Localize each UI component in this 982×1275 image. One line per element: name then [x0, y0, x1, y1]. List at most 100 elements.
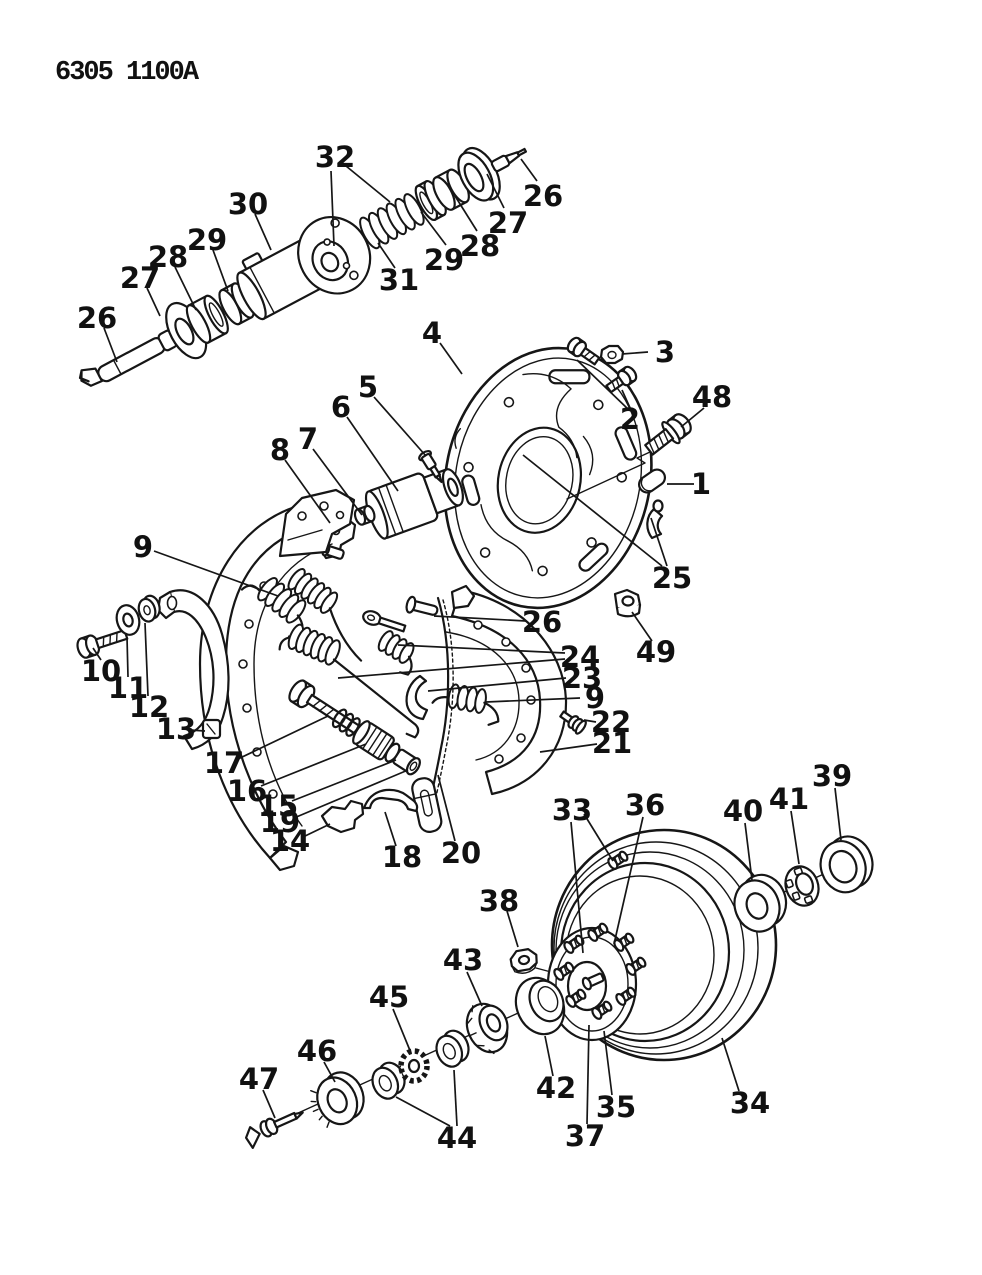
callout-leader-18	[384, 811, 397, 847]
plate-nut	[599, 344, 625, 365]
callout-leader-2-1	[621, 389, 632, 411]
callout-leader-26c	[433, 615, 527, 622]
callout-annotations: 1234567899101112131415161718192021222324…	[77, 140, 852, 1155]
callout-leader-3	[621, 351, 649, 355]
callout-leader-12	[144, 622, 149, 697]
callout-leader-6	[346, 416, 399, 492]
callout-label-29a: 29	[187, 223, 227, 257]
hold-down-spring-mid	[377, 630, 415, 676]
callout-label-47: 47	[239, 1062, 279, 1096]
wheel-stud	[607, 850, 629, 870]
callout-label-14: 14	[270, 824, 310, 858]
spring-link	[362, 610, 407, 633]
bearing-spacer-ring	[733, 873, 788, 933]
callout-label-11: 11	[108, 671, 148, 705]
callout-leader-4	[439, 342, 463, 375]
callout-leader-43	[466, 971, 483, 1007]
callout-leader-11	[126, 636, 129, 678]
axle-stub	[581, 972, 605, 991]
callout-leader-30	[254, 213, 272, 251]
callout-label-19: 19	[260, 805, 300, 839]
adjuster-spring-upper	[287, 568, 363, 662]
shoe-retainer-clip	[405, 674, 429, 721]
callout-label-27a: 27	[120, 261, 160, 295]
parking-brake-lever	[168, 589, 230, 751]
lever-washer	[115, 604, 141, 636]
plate-bolt-upper	[566, 336, 601, 366]
callout-leader-26b	[520, 158, 538, 182]
callout-leader-29a	[212, 249, 229, 292]
springs-and-links	[240, 568, 500, 739]
callout-leader-47	[262, 1089, 276, 1119]
callout-leader-38	[506, 910, 519, 948]
outer-bearing-cone	[784, 865, 820, 907]
callout-label-28b: 28	[460, 229, 500, 263]
callout-label-1: 1	[691, 467, 711, 501]
plug-locator-line	[566, 451, 651, 500]
callout-label-26c: 26	[522, 605, 562, 639]
callout-label-48: 48	[692, 380, 732, 414]
callout-label-46: 46	[297, 1034, 337, 1068]
callout-leader-27a	[146, 287, 161, 317]
callout-leader-8	[284, 459, 331, 524]
callout-label-37: 37	[565, 1119, 605, 1153]
callout-leader-10	[92, 647, 102, 661]
callout-leader-32	[330, 170, 335, 247]
callout-label-49: 49	[636, 635, 676, 669]
callout-label-36: 36	[625, 788, 665, 822]
shoe-bottom-tab	[268, 844, 300, 872]
callout-leader-15	[291, 759, 397, 802]
callout-label-45: 45	[369, 980, 409, 1014]
figure-code: 6305 1100A	[55, 58, 200, 88]
callout-leader-33	[570, 821, 584, 954]
callout-leader-22	[583, 719, 597, 723]
cotter-screw	[244, 1111, 304, 1150]
callout-label-15: 15	[258, 789, 298, 823]
front-brake-shoe	[198, 488, 356, 872]
callout-leader-9b	[485, 697, 581, 703]
parking-brake-lever-group	[76, 589, 230, 751]
callout-leader-23	[427, 677, 567, 692]
callout-leader-19	[293, 769, 409, 819]
callout-leader-17	[237, 715, 329, 760]
callout-label-44: 44	[437, 1121, 477, 1155]
callout-label-23: 23	[562, 661, 602, 695]
callout-leader-25-1	[650, 517, 668, 567]
callout-label-8: 8	[270, 433, 290, 467]
spindle-parts	[244, 948, 566, 1150]
callout-leader-49	[631, 611, 653, 642]
bearing-lock-nut	[310, 1071, 365, 1128]
callout-label-28a: 28	[148, 240, 188, 274]
plate-bolt-lower	[605, 365, 638, 394]
callout-leader-26a	[103, 327, 118, 363]
wheel-cylinder	[364, 468, 464, 540]
callout-leader-41	[790, 810, 800, 865]
lever-grommet	[137, 594, 161, 623]
spindle-nut-inner	[435, 1029, 470, 1068]
callout-label-3: 3	[655, 335, 675, 369]
backing-plate	[443, 346, 653, 610]
callout-leader-21	[539, 743, 598, 753]
callout-leader-20	[437, 774, 456, 842]
bleeder-screw	[418, 450, 443, 484]
callout-label-43: 43	[443, 943, 483, 977]
callout-leader-35	[603, 1030, 613, 1096]
callout-label-5: 5	[358, 370, 378, 404]
callout-leader-44-1	[395, 1096, 451, 1127]
callout-label-41: 41	[769, 782, 809, 816]
wheel-stud	[553, 961, 575, 981]
callout-label-31: 31	[379, 263, 419, 297]
hub-nut	[509, 948, 538, 974]
callout-label-10: 10	[81, 654, 121, 688]
wheel-stud	[625, 956, 647, 976]
callout-label-35: 35	[596, 1090, 636, 1124]
callout-label-39: 39	[812, 759, 852, 793]
brake-drum-group	[546, 828, 778, 1062]
wheel-stud	[615, 986, 637, 1006]
callout-leader-44	[453, 1069, 458, 1127]
callout-label-12: 12	[129, 690, 169, 724]
callout-label-27b: 27	[488, 206, 528, 240]
callout-leader-25	[522, 454, 663, 567]
callout-leader-5	[373, 396, 427, 457]
